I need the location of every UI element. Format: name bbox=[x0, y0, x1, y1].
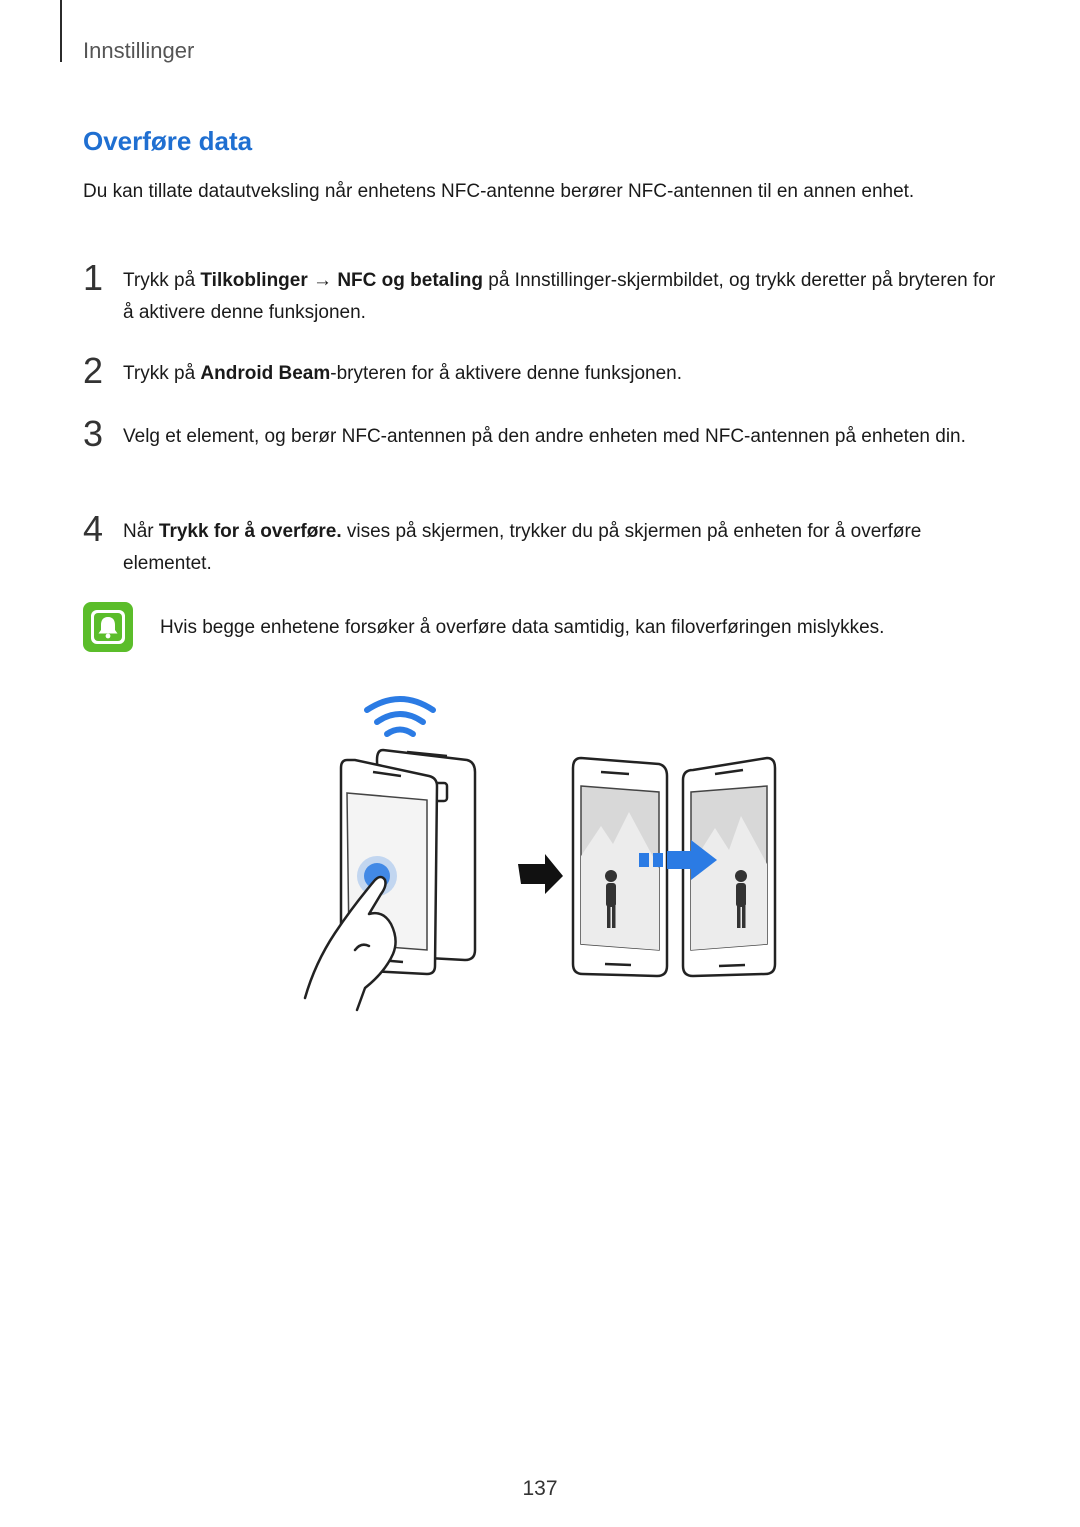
nfc-transfer-illustration bbox=[295, 688, 785, 1013]
step-text: Når Trykk for å overføre. vises på skjer… bbox=[123, 521, 922, 574]
header-title: Innstillinger bbox=[83, 38, 195, 63]
person-icon bbox=[605, 870, 617, 928]
step-text: Trykk på Android Beam-bryteren for å akt… bbox=[123, 363, 682, 384]
intro-paragraph: Du kan tillate datautveksling når enhete… bbox=[83, 181, 915, 202]
step-text: Trykk på Tilkoblinger → NFC og betaling … bbox=[123, 270, 996, 323]
page-number: 137 bbox=[522, 1477, 558, 1500]
header-rule bbox=[60, 0, 62, 62]
nfc-signal-icon bbox=[364, 696, 436, 737]
step-number: 4 bbox=[83, 508, 104, 549]
transfer-arrow-icon bbox=[639, 840, 717, 880]
right-phone bbox=[681, 756, 777, 978]
person-icon bbox=[735, 870, 747, 928]
step-number: 1 bbox=[83, 257, 104, 298]
section-title: Overføre data bbox=[83, 126, 253, 156]
step-text: Velg et element, og berør NFC-antennen p… bbox=[123, 426, 966, 447]
left-phone bbox=[571, 756, 669, 978]
bell-icon bbox=[83, 602, 133, 652]
arrow-icon bbox=[518, 854, 563, 894]
step-number: 2 bbox=[83, 350, 104, 391]
hand-icon bbox=[303, 875, 397, 1012]
step-number: 3 bbox=[83, 413, 104, 454]
note-text: Hvis begge enhetene forsøker å overføre … bbox=[160, 617, 885, 638]
